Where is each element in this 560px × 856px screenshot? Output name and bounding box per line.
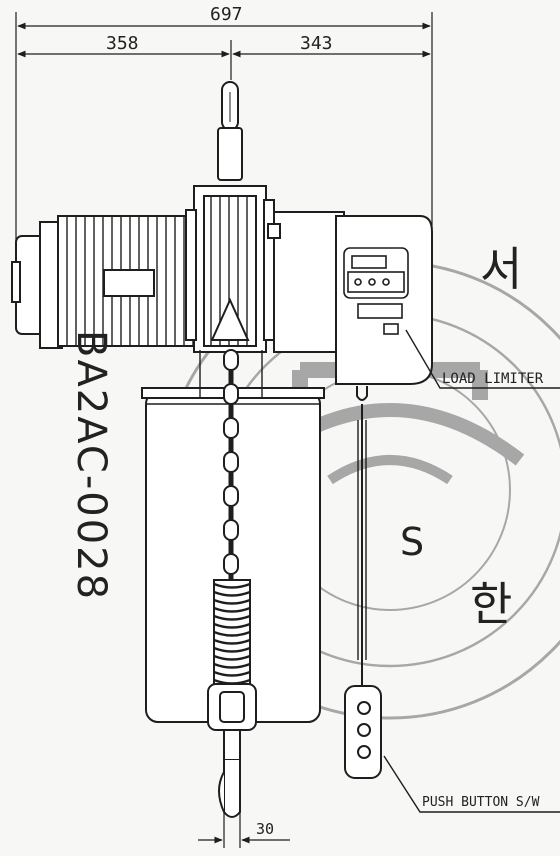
pendant-cable [356,386,368,690]
chain-link [223,553,239,575]
dim-left-width: 358 [106,33,139,54]
seal-glyph-3: S [400,520,424,564]
spring-coils [213,582,251,685]
dimension-lines [15,12,433,260]
approval-stamp-code: BA2AC-0028 [68,330,114,601]
chain-link [223,383,239,405]
dim-overall-width: 697 [210,4,243,25]
spring-coil [213,614,251,621]
chain-link [223,417,239,439]
spring-coil [213,630,251,637]
hook-dimension [198,812,290,848]
chain-link [223,519,239,541]
spring-coil [213,638,251,645]
spring-coil [213,654,251,661]
push-button-pendant [344,685,382,779]
spring-coil [213,606,251,613]
spring-coil [213,622,251,629]
spring-coil [213,590,251,597]
top-hook [217,81,243,181]
callout-load-limiter: LOAD LIMITER [442,371,544,387]
seal-glyph-4: 한 [470,577,512,631]
chain-link [223,485,239,507]
spring-coil [213,582,251,589]
spring-coil [213,670,251,677]
bottom-hook [207,683,257,818]
suspension-lines [199,350,263,398]
spring-coil [213,598,251,605]
load-limiter-display [343,247,409,335]
callout-leaders [383,329,560,813]
dim-right-width: 343 [300,33,333,54]
spring-coil [213,662,251,669]
dim-hook-width: 30 [256,820,274,838]
chain-link [223,451,239,473]
chain-link [223,349,239,371]
callout-push-button: PUSH BUTTON S/W [422,795,540,810]
seal-glyph-1: 서 [480,242,522,296]
spring-coil [213,646,251,653]
